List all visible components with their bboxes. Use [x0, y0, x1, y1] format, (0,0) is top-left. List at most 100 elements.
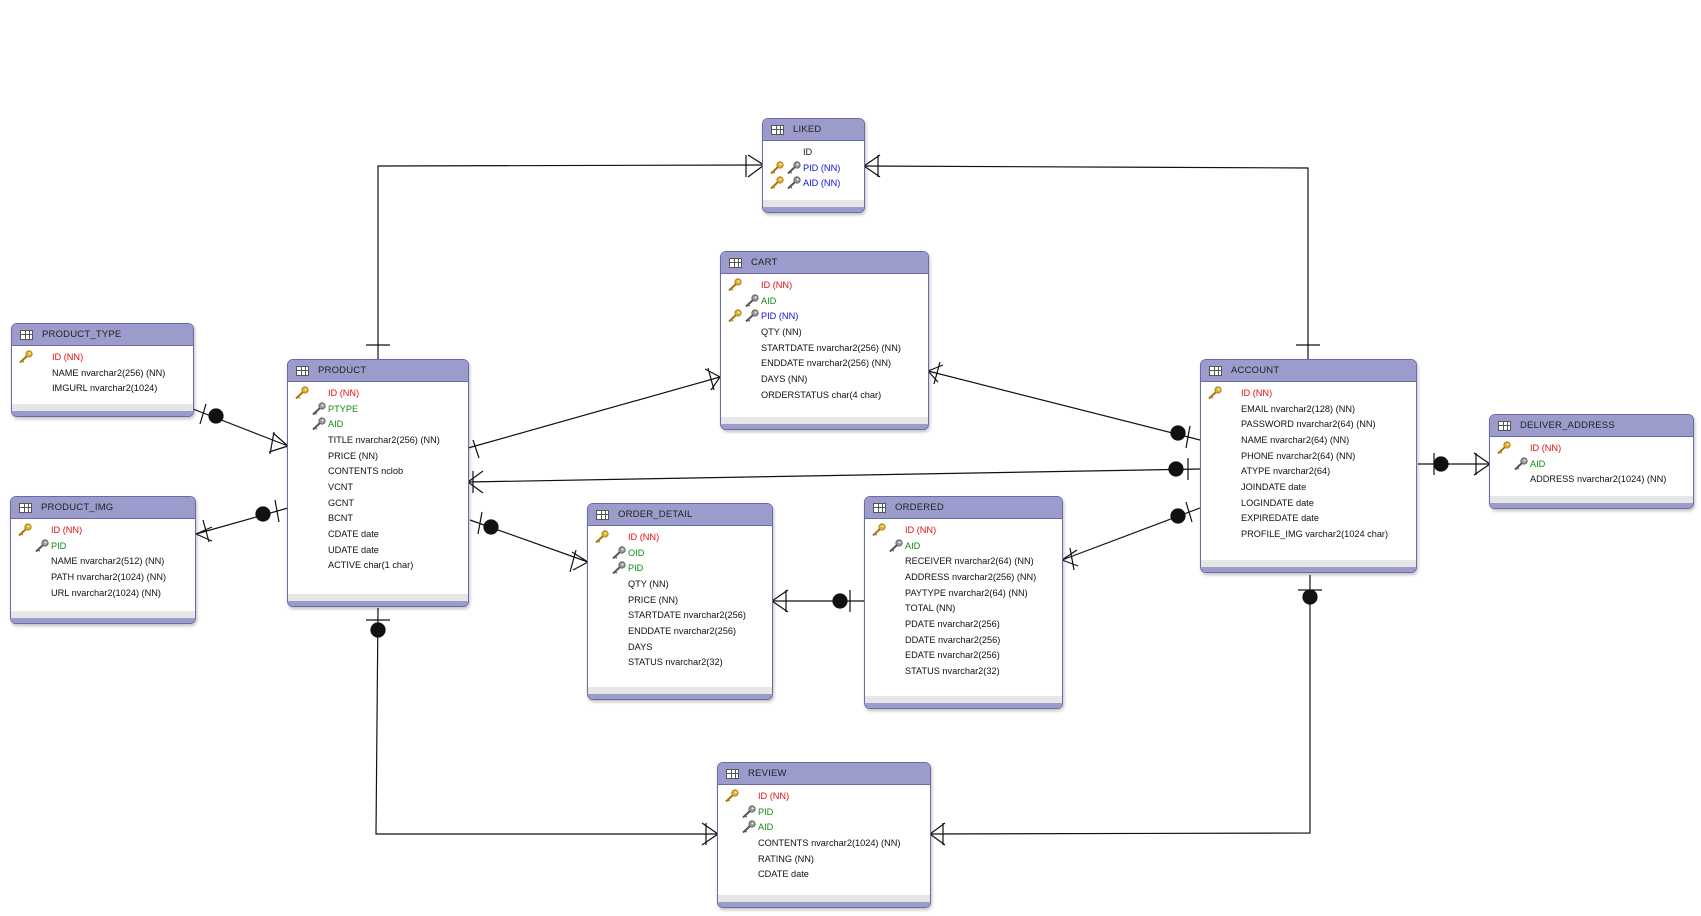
column-row[interactable]: EMAIL nvarchar2(128) (NN) — [1201, 401, 1416, 417]
table-product-type[interactable]: PRODUCT_TYPE ID (NN) NAME nvarchar2(256) (… — [11, 323, 194, 417]
column-row[interactable]: ID (NN) — [11, 522, 195, 538]
column-row[interactable]: PID — [11, 538, 195, 554]
table-header[interactable]: PRODUCT_IMG — [11, 497, 195, 519]
column-row[interactable]: STATUS nvarchar2(32) — [865, 663, 1062, 679]
column-row[interactable]: ENDDATE nvarchar2(256) (NN) — [721, 355, 928, 371]
column-row[interactable]: ID — [763, 144, 864, 160]
column-row[interactable]: PROFILE_IMG varchar2(1024 char) — [1201, 526, 1416, 542]
column-row[interactable]: NAME nvarchar2(64) (NN) — [1201, 432, 1416, 448]
table-header[interactable]: ORDERED — [865, 497, 1062, 519]
column-row[interactable]: ID (NN) — [1490, 440, 1693, 456]
column-row[interactable]: CONTENTS nvarchar2(1024) (NN) — [718, 835, 930, 851]
column-name: PID — [758, 806, 774, 817]
column-row[interactable]: NAME nvarchar2(256) (NN) — [12, 365, 193, 381]
column-row[interactable]: ID (NN) — [12, 349, 193, 365]
column-row[interactable]: VCNT — [288, 479, 468, 495]
column-row[interactable]: PHONE nvarchar2(64) (NN) — [1201, 448, 1416, 464]
table-header[interactable]: CART — [721, 252, 928, 274]
column-row[interactable]: AID — [1490, 456, 1693, 472]
column-row[interactable]: AID — [865, 538, 1062, 554]
column-row[interactable]: CONTENTS nclob — [288, 463, 468, 479]
column-row[interactable]: PDATE nvarchar2(256) — [865, 616, 1062, 632]
column-row[interactable]: PID — [588, 560, 772, 576]
column-row[interactable]: TITLE nvarchar2(256) (NN) — [288, 432, 468, 448]
column-row[interactable]: OID — [588, 545, 772, 561]
column-row[interactable]: EXPIREDATE date — [1201, 511, 1416, 527]
column-row[interactable]: PAYTYPE nvarchar2(64) (NN) — [865, 585, 1062, 601]
column-row[interactable]: PRICE (NN) — [588, 592, 772, 608]
primary-key-icon — [727, 309, 744, 323]
column-row[interactable]: JOINDATE date — [1201, 479, 1416, 495]
column-row[interactable]: PTYPE — [288, 401, 468, 417]
column-row[interactable]: QTY (NN) — [721, 324, 928, 340]
rel-account-ordered — [1061, 501, 1201, 571]
column-row[interactable]: NAME nvarchar2(512) (NN) — [11, 553, 195, 569]
column-row[interactable]: URL nvarchar2(1024) (NN) — [11, 585, 195, 601]
column-row[interactable]: ID (NN) — [718, 788, 930, 804]
table-footer — [1490, 496, 1693, 503]
column-row[interactable]: PASSWORD nvarchar2(64) (NN) — [1201, 416, 1416, 432]
column-row[interactable]: IMGURL nvarchar2(1024) — [12, 380, 193, 396]
column-row[interactable]: CDATE date — [288, 526, 468, 542]
column-row[interactable]: TOTAL (NN) — [865, 600, 1062, 616]
column-row[interactable]: AID — [721, 293, 928, 309]
table-header[interactable]: DELIVER_ADDRESS — [1490, 415, 1693, 437]
column-row[interactable]: PID — [718, 804, 930, 820]
column-row[interactable]: PRICE (NN) — [288, 448, 468, 464]
column-row[interactable]: AID — [718, 819, 930, 835]
table-header[interactable]: REVIEW — [718, 763, 930, 785]
column-row[interactable]: PATH nvarchar2(1024) (NN) — [11, 569, 195, 585]
table-header[interactable]: ORDER_DETAIL — [588, 504, 772, 526]
key-spacer — [724, 820, 741, 834]
column-row[interactable]: UDATE date — [288, 542, 468, 558]
table-header[interactable]: PRODUCT — [288, 360, 468, 382]
table-header[interactable]: ACCOUNT — [1201, 360, 1416, 382]
column-row[interactable]: PID (NN) — [721, 308, 928, 324]
column-row[interactable]: ORDERSTATUS char(4 char) — [721, 387, 928, 403]
column-row[interactable]: GCNT — [288, 495, 468, 511]
column-row[interactable]: AID (NN) — [763, 175, 864, 191]
column-row[interactable]: STARTDATE nvarchar2(256) — [588, 607, 772, 623]
column-row[interactable]: ADDRESS nvarchar2(1024) (NN) — [1490, 471, 1693, 487]
column-row[interactable]: ACTIVE char(1 char) — [288, 558, 468, 574]
key-icons — [865, 523, 905, 537]
column-row[interactable]: CDATE date — [718, 866, 930, 882]
column-row[interactable]: EDATE nvarchar2(256) — [865, 648, 1062, 664]
column-row[interactable]: DAYS (NN) — [721, 371, 928, 387]
column-row[interactable]: ATYPE nvarchar2(64) — [1201, 463, 1416, 479]
column-row[interactable]: ID (NN) — [1201, 385, 1416, 401]
column-row[interactable]: QTY (NN) — [588, 576, 772, 592]
column-row[interactable]: STATUS nvarchar2(32) — [588, 655, 772, 671]
column-row[interactable]: DDATE nvarchar2(256) — [865, 632, 1062, 648]
column-name: NAME nvarchar2(256) (NN) — [52, 367, 166, 378]
column-row[interactable]: RECEIVER nvarchar2(64) (NN) — [865, 553, 1062, 569]
column-row[interactable]: STARTDATE nvarchar2(256) (NN) — [721, 340, 928, 356]
column-name: EDATE nvarchar2(256) — [905, 650, 1000, 661]
column-list: ID (NN)EMAIL nvarchar2(128) (NN)PASSWORD… — [1201, 382, 1416, 542]
column-row[interactable]: ID (NN) — [865, 522, 1062, 538]
column-row[interactable]: ENDDATE nvarchar2(256) — [588, 623, 772, 639]
column-row[interactable]: ID (NN) — [588, 529, 772, 545]
column-row[interactable]: DAYS — [588, 639, 772, 655]
column-name: PTYPE — [328, 403, 359, 414]
column-row[interactable]: PID (NN) — [763, 160, 864, 176]
column-row[interactable]: ID (NN) — [288, 385, 468, 401]
table-header[interactable]: LIKED — [763, 119, 864, 141]
table-header[interactable]: PRODUCT_TYPE — [12, 324, 193, 346]
column-row[interactable]: ID (NN) — [721, 277, 928, 293]
table-footer — [11, 611, 195, 618]
column-row[interactable]: LOGINDATE date — [1201, 495, 1416, 511]
column-row[interactable]: RATING (NN) — [718, 851, 930, 867]
column-row[interactable]: ADDRESS nvarchar2(256) (NN) — [865, 569, 1062, 585]
column-row[interactable]: BCNT — [288, 511, 468, 527]
column-row[interactable]: AID — [288, 416, 468, 432]
